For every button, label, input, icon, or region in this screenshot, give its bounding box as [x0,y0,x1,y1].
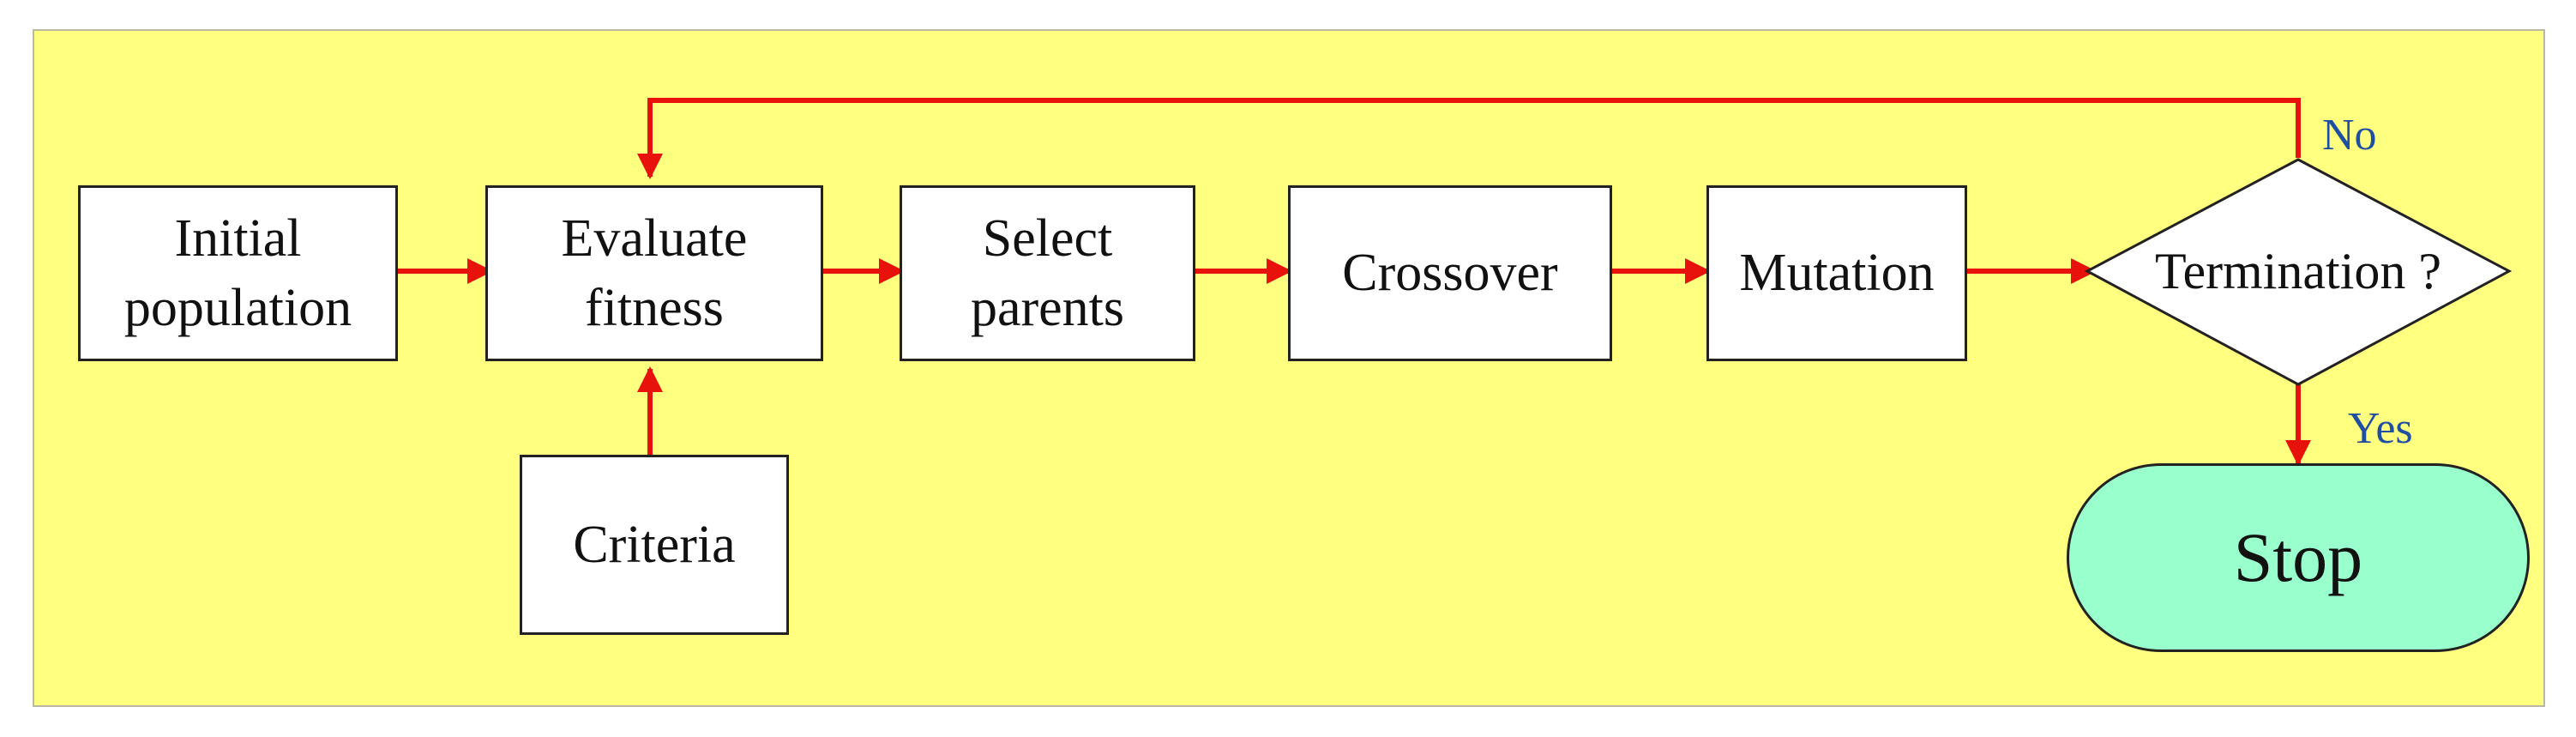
crossover-node: Crossover [1288,185,1612,361]
termination-label: Termination ? [2154,242,2441,299]
evaluate-fitness-node: Evaluate fitness [485,185,823,361]
termination-decision-diamond [2084,158,2513,386]
no-branch-label: No [2322,111,2377,160]
stop-terminal-node: Stop [2067,463,2530,652]
mutation-node: Mutation [1706,185,1967,361]
edge-termination-no-loop [637,98,2301,179]
select-parents-node: Select parents [900,185,1195,361]
criteria-node: Criteria [520,455,789,635]
yes-branch-label: Yes [2348,404,2413,453]
initial-population-node: Initial population [78,185,398,361]
